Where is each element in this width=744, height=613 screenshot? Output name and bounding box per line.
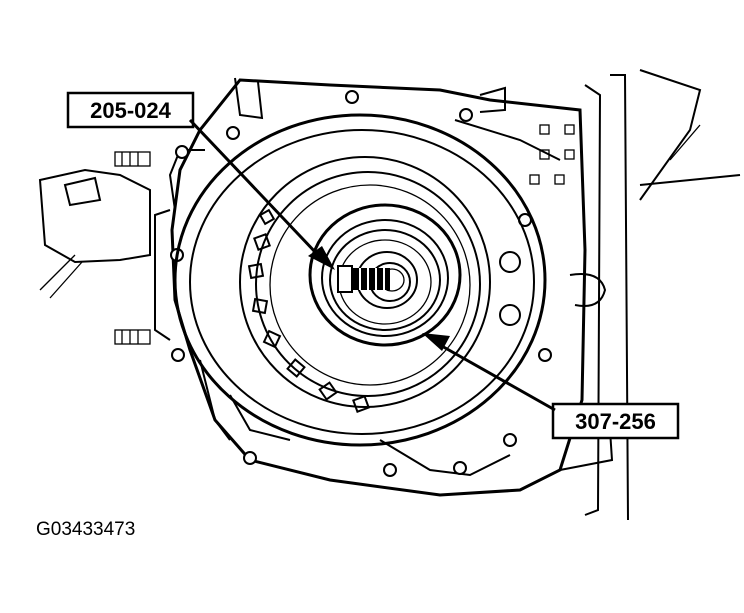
callout-box-307-256 (551, 402, 680, 440)
callout-arrowhead-307-256 (422, 333, 450, 351)
transmission-case (154, 77, 587, 497)
callout-leader-307-256 (439, 343, 556, 412)
figure-id-label: G03433473 (36, 519, 135, 540)
callout-label-205-024: 205-024 (90, 98, 172, 123)
clutch-pack (239, 156, 491, 413)
callout-leader-205-024 (188, 118, 320, 257)
center-hub (308, 203, 462, 347)
housing-flange (173, 113, 547, 447)
left-linkage (38, 151, 151, 345)
callout-307-256: 307-256 (422, 333, 680, 440)
right-support-plate (529, 69, 741, 521)
callout-box-205-024 (66, 91, 195, 129)
callout-205-024: 205-024 (66, 91, 335, 270)
callout-label-307-256: 307-256 (575, 409, 656, 434)
tool-adapter (337, 265, 390, 293)
callout-arrowhead-205-024 (308, 246, 335, 270)
